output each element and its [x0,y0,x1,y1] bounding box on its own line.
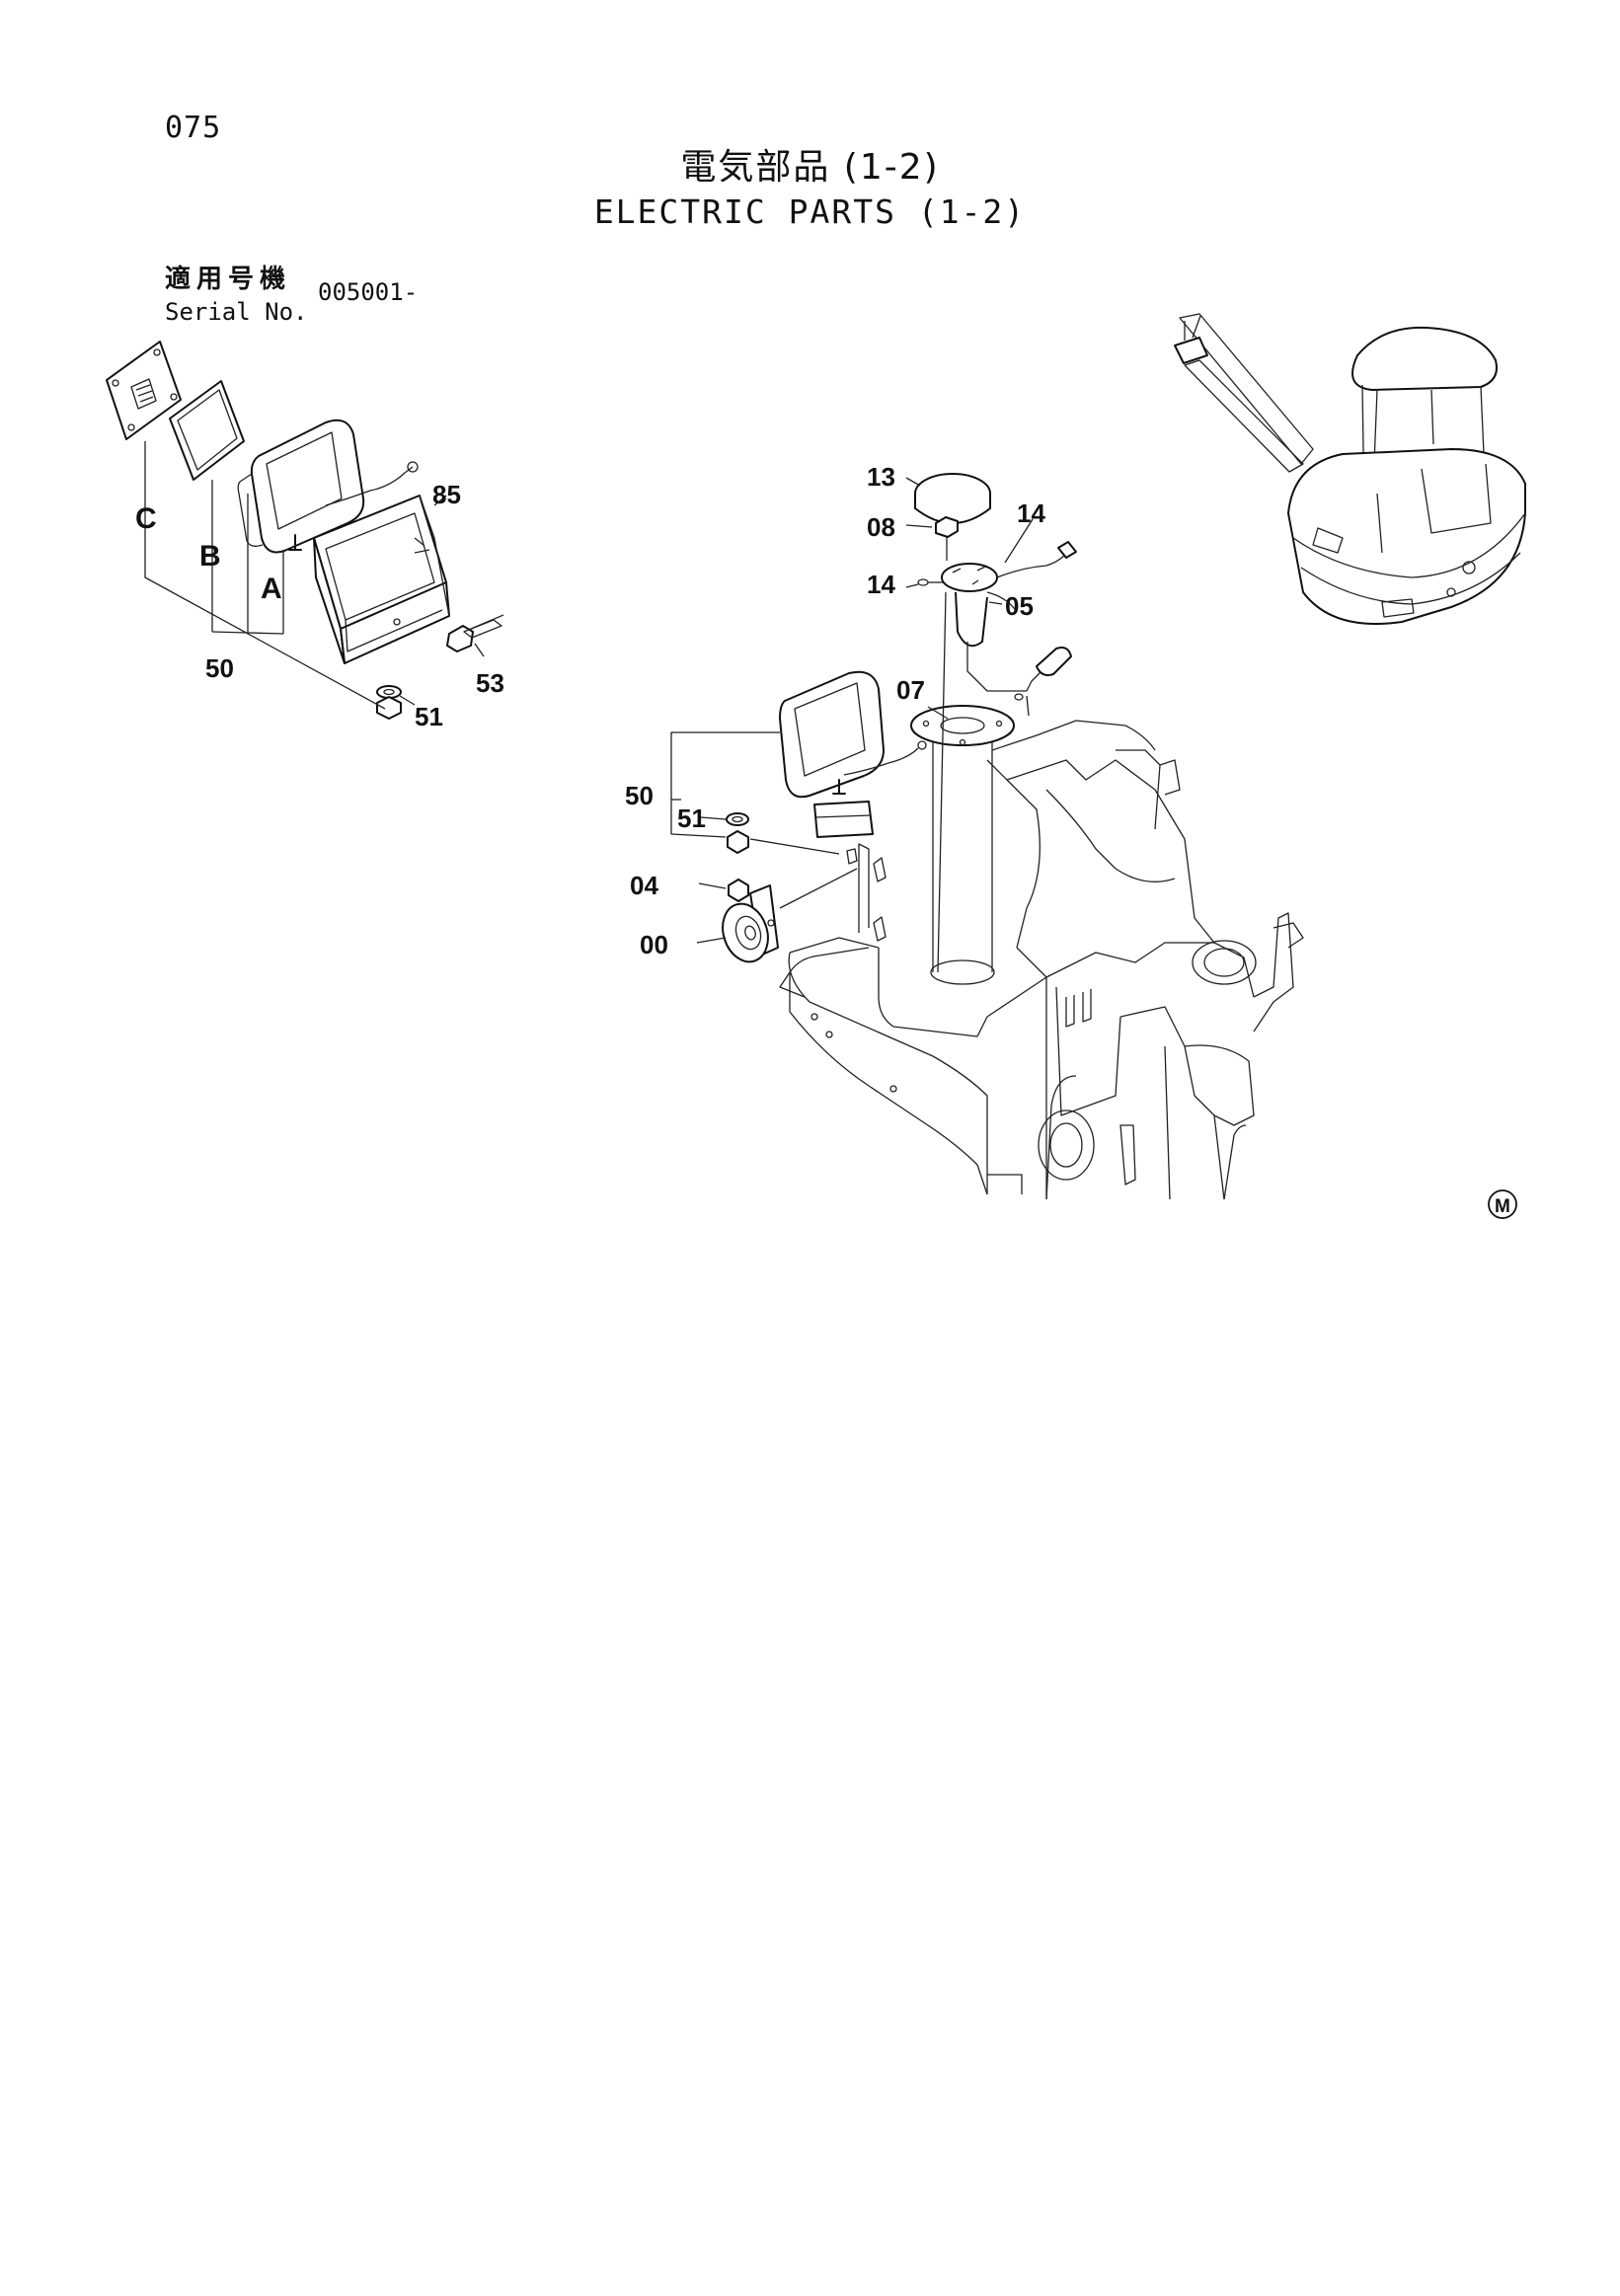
bolt-part [446,614,504,652]
callout-sender: 05 [1005,591,1034,621]
callout-cap: 13 [867,462,895,492]
serial-label-english: Serial No. [165,298,308,326]
lamp-body-part [237,419,419,554]
main-view [670,473,1304,1200]
detail-view [106,341,504,720]
detail-letter-a: A [261,573,282,605]
lamp-assembly-part [726,670,927,865]
tank-gasket-part [910,705,1015,746]
detail-callout-washer: 51 [415,702,443,731]
callout-horn: 00 [640,930,668,959]
serial-label-japanese: 適用号機 [165,265,292,294]
detail-letter-b: B [199,540,221,573]
page-number: 075 [165,111,222,145]
m-mark-letter: M [1495,1196,1510,1217]
lamp-gasket-part [169,380,245,481]
detail-letter-c: C [135,502,157,535]
callout-screw: 08 [867,512,895,542]
machine-thumbnail [1174,313,1526,625]
detail-callout-guard: 85 [432,480,461,509]
detail-callout-bolt: 53 [476,668,504,698]
callout-washer: 51 [677,804,706,833]
page-title-english: ELECTRIC PARTS (1-2) [593,192,1027,231]
fuel-tank-frame [788,720,1304,1200]
callout-wire-lower: 14 [867,570,895,599]
fuel-sender-part [917,541,1077,717]
lamp-cover-part [106,341,182,440]
callout-bolt: 04 [630,871,658,900]
callout-lamp-assembly: 50 [625,781,654,810]
lamp-guard-part [313,495,450,664]
serial-number-value: 005001- [318,278,419,306]
tank-cap-part [914,473,991,524]
screw-part [935,516,959,561]
callout-wire-upper: 14 [1017,498,1045,528]
washer-nut-part [376,685,402,720]
horn-part [722,868,858,963]
m-mark: M [1488,1189,1517,1219]
callout-gasket: 07 [896,675,925,705]
lower-frame [779,843,1023,1195]
detail-callout-lamp-assembly: 50 [205,653,234,683]
page-title-japanese: 電気部品 (1-2) [680,147,940,188]
